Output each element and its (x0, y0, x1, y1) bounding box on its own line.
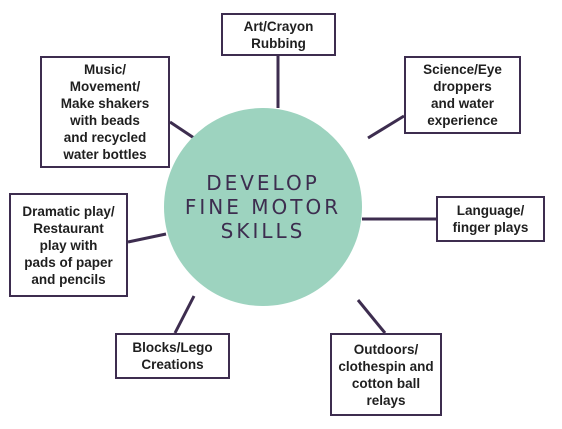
connector-dramatic (127, 232, 167, 244)
center-label: DEVELOP FINE MOTOR SKILLS (184, 171, 342, 243)
node-science-eye-droppers: Science/Eye droppers and water experienc… (404, 56, 521, 134)
node-blocks-lego: Blocks/Lego Creations (115, 333, 230, 379)
node-art-crayon-rubbing: Art/Crayon Rubbing (221, 13, 336, 56)
node-label-language: Language/ finger plays (452, 203, 529, 235)
connector-outdoors (356, 299, 387, 334)
node-label-blocks: Blocks/Lego Creations (132, 340, 213, 372)
node-music-movement: Music/ Movement/ Make shakers with beads… (40, 56, 170, 168)
connector-science (367, 114, 405, 140)
connector-music (169, 120, 195, 140)
node-outdoors-relays: Outdoors/ clothespin and cotton ball rel… (330, 333, 442, 416)
node-label-music: Music/ Movement/ Make shakers with beads… (60, 62, 150, 162)
node-label-outdoors: Outdoors/ clothespin and cotton ball rel… (338, 341, 434, 408)
node-label-dramatic: Dramatic play/ Restaurant play with pads… (22, 203, 115, 287)
node-dramatic-play: Dramatic play/ Restaurant play with pads… (9, 193, 128, 297)
center-circle: DEVELOP FINE MOTOR SKILLS (164, 108, 362, 306)
connector-blocks (173, 295, 196, 334)
node-label-art: Art/Crayon Rubbing (243, 18, 314, 51)
node-label-science: Science/Eye droppers and water experienc… (423, 62, 502, 128)
node-language-finger-plays: Language/ finger plays (436, 196, 545, 242)
